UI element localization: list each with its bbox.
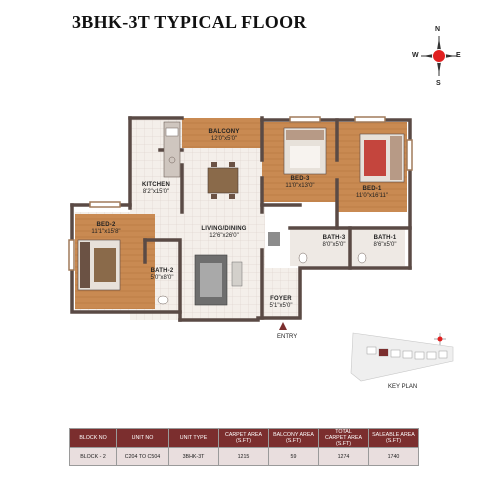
cell-unit-type: 3BHK-3T <box>168 447 219 466</box>
room-living-dining: LIVING/DINING 12'6"x26'0" <box>201 226 247 239</box>
room-balcony: BALCONY 12'0"x5'0" <box>208 129 240 142</box>
room-foyer: FOYER 5'1"x5'0" <box>269 296 293 309</box>
room-bed3: BED-3 11'0"x13'0" <box>285 176 315 189</box>
key-plan-label: KEY PLAN <box>388 384 418 390</box>
compass-south: S <box>436 80 441 87</box>
header-saleable-area: SALEABLE AREA (S.FT) <box>368 428 419 448</box>
compass-north: N <box>435 26 441 33</box>
foyer-floor <box>262 268 302 318</box>
page-title: 3BHK-3T TYPICAL FLOOR <box>72 12 307 32</box>
cell-saleable-area: 1740 <box>368 447 419 466</box>
header-total-carpet-area: TOTAL CARPET AREA (S.FT) <box>318 428 369 448</box>
windows <box>68 116 413 271</box>
header-balcony-area: BALCONY AREA (S.FT) <box>268 428 319 448</box>
table-row: BLOCK - 2 C204 TO C504 3BHK-3T 1215 59 1… <box>69 447 419 466</box>
header-unit-type: UNIT TYPE <box>168 428 219 448</box>
room-kitchen: KITCHEN 8'2"x15'0" <box>141 182 171 195</box>
furniture <box>77 121 405 330</box>
compass-west: W <box>412 52 419 59</box>
balcony-floor <box>182 118 262 148</box>
room-bath2: BATH-2 5'0"x8'0" <box>150 268 174 281</box>
header-unit-no: UNIT NO <box>116 428 169 448</box>
entry-label: ENTRY <box>277 334 298 340</box>
key-plan-map <box>350 332 454 382</box>
room-bed1: BED-1 11'0"x16'11" <box>355 186 389 199</box>
baths-floor <box>290 228 405 266</box>
cell-balcony-area: 59 <box>268 447 319 466</box>
cell-block-no: BLOCK - 2 <box>69 447 117 466</box>
header-block-no: BLOCK NO <box>69 428 117 448</box>
table-header-row: BLOCK NO UNIT NO UNIT TYPE CARPET AREA (… <box>69 428 419 448</box>
floors <box>75 118 407 320</box>
compass-rose: N S E W <box>412 26 462 88</box>
key-plan-marker <box>379 349 388 356</box>
room-bath1: BATH-1 8'6"x5'0" <box>373 235 397 248</box>
cell-unit-no: C204 TO C504 <box>116 447 169 466</box>
compass-icon <box>421 36 457 76</box>
cell-total-carpet-area: 1274 <box>318 447 369 466</box>
key-plan-compass-icon <box>437 336 443 342</box>
room-bath3: BATH-3 8'0"x5'0" <box>322 235 346 248</box>
key-plan <box>345 325 465 385</box>
entry-arrow-icon <box>279 322 287 330</box>
cell-carpet-area: 1215 <box>218 447 269 466</box>
compass-east: E <box>456 52 461 59</box>
header-carpet-area: CARPET AREA (S.FT) <box>218 428 269 448</box>
room-bed2: BED-2 11'1"x15'8" <box>91 222 121 235</box>
area-table: BLOCK NO UNIT NO UNIT TYPE CARPET AREA (… <box>69 428 419 466</box>
